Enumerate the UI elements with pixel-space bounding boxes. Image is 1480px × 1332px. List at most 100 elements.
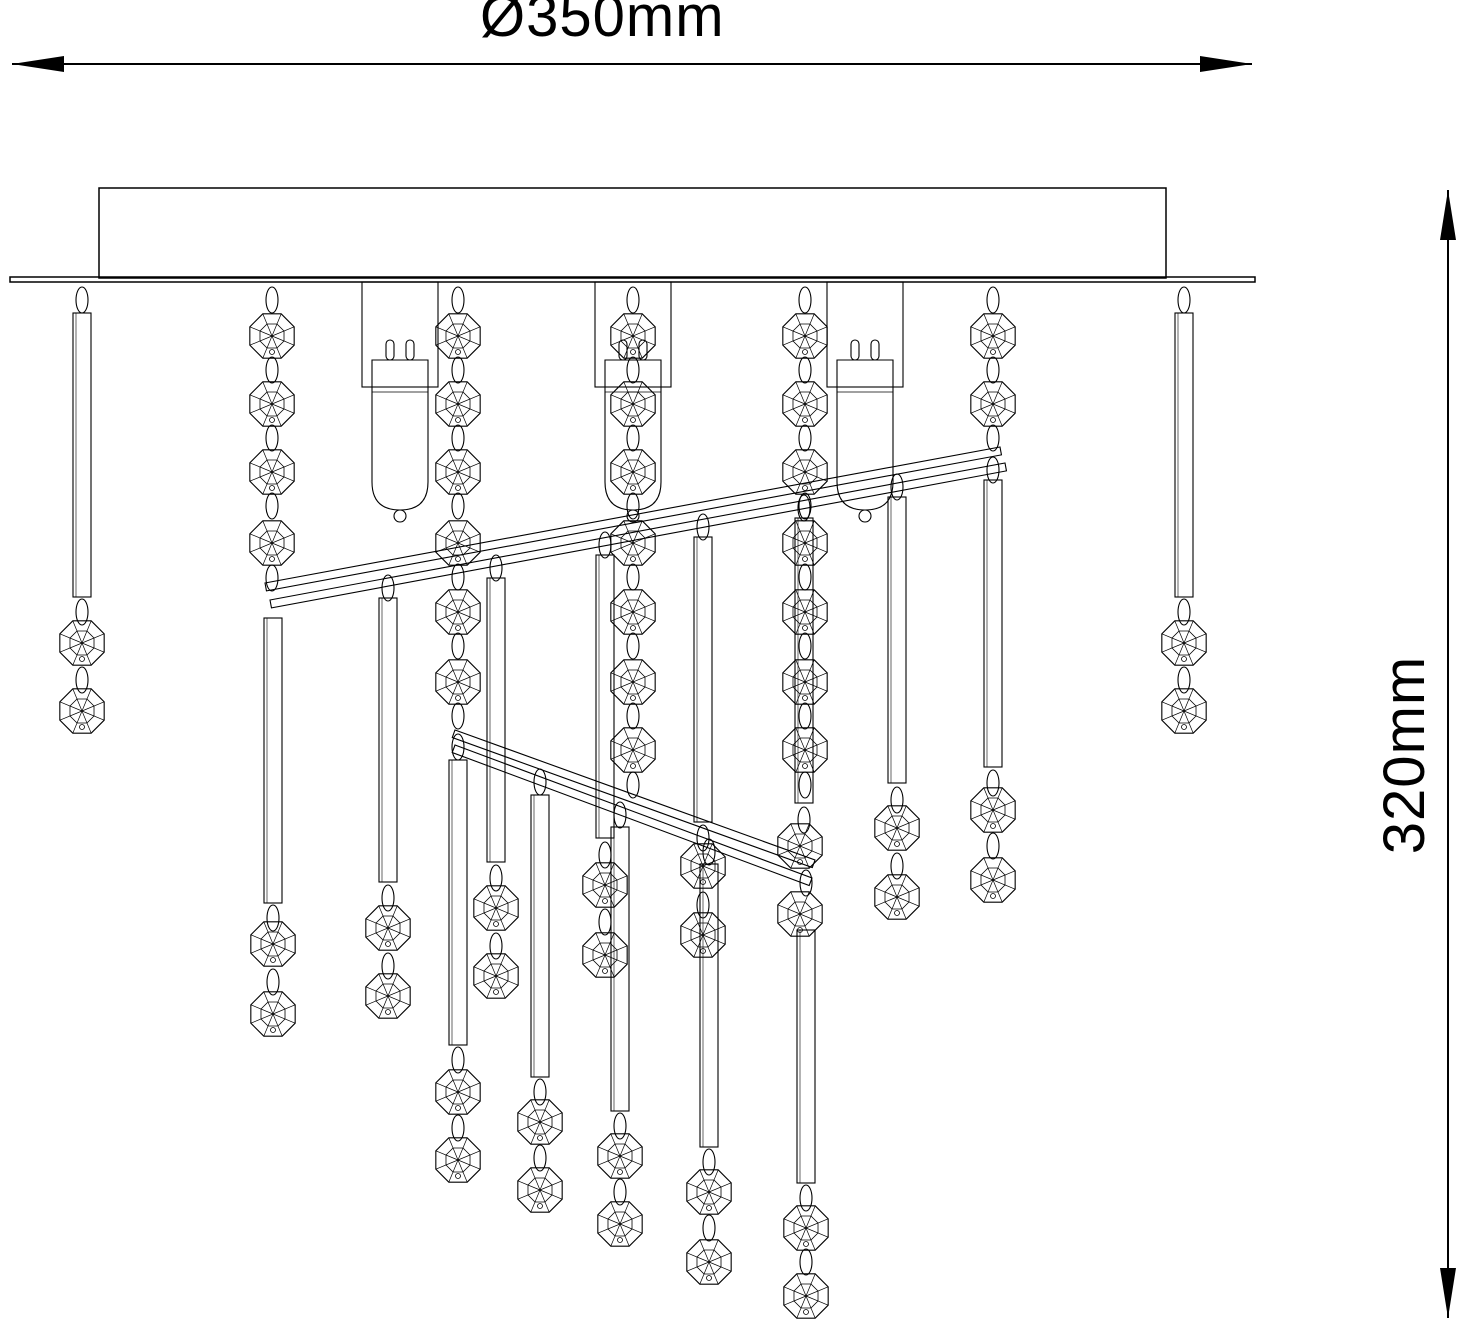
chain-link: [451, 424, 465, 452]
pendant-strand: [874, 473, 920, 920]
octagon-crystal: [435, 659, 481, 705]
chain-link: [626, 286, 640, 314]
octagon-crystal: [365, 973, 411, 1019]
chain-link: [75, 666, 89, 694]
pendant-strand: [597, 801, 643, 1247]
chain-link: [986, 456, 1000, 484]
crystal-rod: [595, 554, 615, 839]
width-arrow-left: [12, 56, 64, 72]
chain-link: [702, 838, 716, 866]
octagon-crystal: [59, 620, 105, 666]
crossbar: [451, 729, 816, 869]
octagon-crystal: [582, 932, 628, 978]
mounting-plate: [9, 276, 1256, 283]
chain-link: [613, 801, 627, 829]
octagon-crystal: [970, 313, 1016, 359]
chain-link: [533, 1144, 547, 1172]
octagon-crystal: [435, 449, 481, 495]
octagon-crystal: [783, 1273, 829, 1319]
octagon-crystal: [473, 953, 519, 999]
chain-link: [986, 769, 1000, 797]
chain-link: [1177, 598, 1191, 626]
octagon-crystal: [610, 727, 656, 773]
octagon-crystal: [777, 891, 823, 937]
crystal-rod: [378, 597, 398, 883]
chain-link: [75, 598, 89, 626]
height-arrow-top: [1440, 190, 1456, 240]
pendant-strand: [473, 554, 519, 999]
pendant-strand: [970, 286, 1016, 452]
g9-bulb: [361, 281, 439, 523]
pendant-strand: [1161, 286, 1207, 734]
chain-link: [489, 864, 503, 892]
crystal-rod: [530, 794, 550, 1078]
octagon-crystal: [782, 449, 828, 495]
octagon-crystal: [249, 520, 295, 566]
chain-link: [986, 356, 1000, 384]
octagon-crystal: [782, 727, 828, 773]
chain-link: [799, 1248, 813, 1276]
g9-bulb: [826, 281, 904, 523]
chain-link: [797, 494, 811, 522]
chain-link: [890, 473, 904, 501]
chain-link: [265, 424, 279, 452]
pendant-strand: [59, 286, 105, 734]
chain-link: [451, 286, 465, 314]
crystal-rod: [887, 496, 907, 784]
octagon-crystal: [250, 921, 296, 967]
octagon-crystal: [782, 520, 828, 566]
pendant-strand: [365, 574, 411, 1019]
chain-link: [797, 806, 811, 834]
chain-link: [613, 1178, 627, 1206]
chain-link: [696, 513, 710, 541]
octagon-crystal: [1161, 688, 1207, 734]
octagon-crystal: [610, 381, 656, 427]
octagon-crystal: [582, 862, 628, 908]
pendant-strand: [794, 494, 814, 834]
chain-link: [1177, 286, 1191, 314]
chain-link: [798, 286, 812, 314]
pendant-strand: [686, 838, 732, 1285]
chain-link: [702, 1214, 716, 1242]
pendant-strand: [249, 286, 295, 592]
octagon-crystal: [59, 688, 105, 734]
chain-link: [533, 1078, 547, 1106]
chain-link: [798, 632, 812, 660]
chain-link: [799, 1184, 813, 1212]
pendant-strand: [777, 286, 828, 869]
crystal-rod: [72, 312, 92, 598]
chain-link: [598, 531, 612, 559]
octagon-crystal: [249, 313, 295, 359]
chain-link: [702, 1148, 716, 1176]
octagon-crystal: [435, 520, 481, 566]
octagon-crystal: [435, 1137, 481, 1183]
chain-link: [798, 492, 812, 520]
octagon-crystal: [435, 589, 481, 635]
octagon-crystal: [597, 1201, 643, 1247]
chain-link: [798, 702, 812, 730]
chain-link: [381, 574, 395, 602]
octagon-crystal: [517, 1099, 563, 1145]
chain-link: [489, 932, 503, 960]
octagon-crystal: [782, 659, 828, 705]
chain-link: [266, 968, 280, 996]
chain-link: [626, 771, 640, 799]
octagon-crystal: [250, 991, 296, 1037]
octagon-crystal: [597, 1133, 643, 1179]
chain-link: [798, 563, 812, 591]
chain-link: [381, 884, 395, 912]
chain-link: [75, 286, 89, 314]
g9-bulb: [594, 281, 672, 523]
chain-link: [626, 424, 640, 452]
crystal-rod: [794, 517, 814, 804]
octagon-crystal: [473, 885, 519, 931]
chain-link: [798, 356, 812, 384]
chain-link: [451, 356, 465, 384]
chain-link: [799, 869, 813, 897]
chain-link: [598, 908, 612, 936]
chain-link: [489, 554, 503, 582]
pendant-strand: [435, 733, 481, 1183]
crystal-rod: [486, 577, 506, 863]
octagon-crystal: [874, 805, 920, 851]
